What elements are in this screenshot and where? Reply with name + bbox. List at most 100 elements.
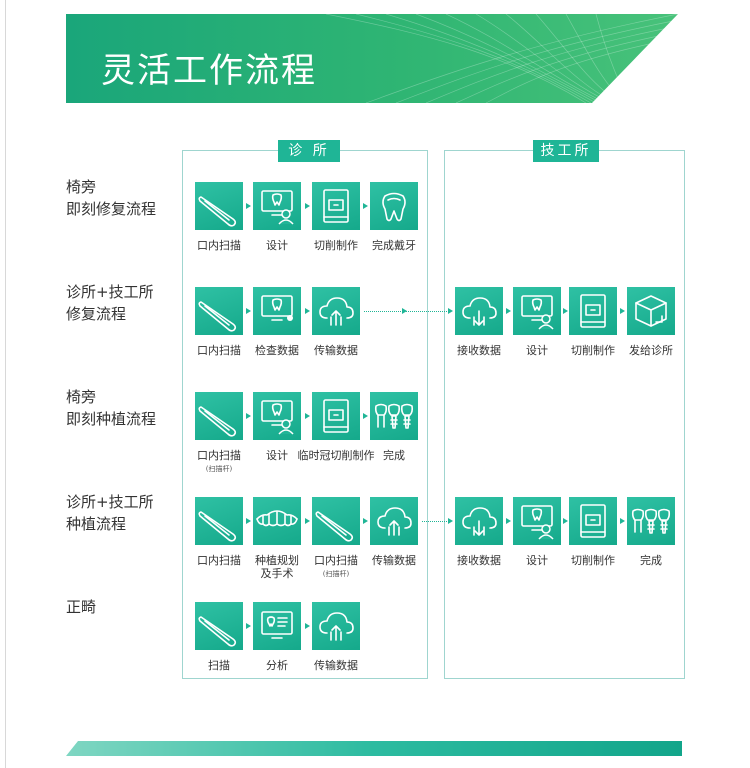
step-label: 分析 xyxy=(266,659,288,672)
cloud-upload-icon xyxy=(319,297,354,326)
step-label: 口内扫描 xyxy=(197,239,241,252)
step-label: 切削制作 xyxy=(571,554,615,567)
step-node[interactable] xyxy=(253,602,301,650)
scanner-icon xyxy=(198,511,237,542)
step-node[interactable] xyxy=(253,392,301,440)
flow-arrow xyxy=(304,413,310,419)
cloud-download-icon xyxy=(462,507,497,536)
step-label: 临时冠切削制作 xyxy=(297,449,375,462)
step-label: 设计 xyxy=(526,344,548,357)
step-node[interactable] xyxy=(195,497,243,545)
flow-arrow xyxy=(304,203,310,209)
step-node[interactable] xyxy=(312,497,360,545)
flow-arrow xyxy=(304,308,310,314)
step-label: 口内扫描 xyxy=(197,554,241,567)
flow-arrow xyxy=(304,518,310,524)
transfer-arrow-out xyxy=(448,518,453,524)
flow-arrow xyxy=(620,308,625,314)
step-node[interactable] xyxy=(569,287,617,335)
step-node[interactable] xyxy=(253,182,301,230)
transfer-line xyxy=(364,311,451,312)
flow-arrow xyxy=(363,518,368,524)
flow-arrow xyxy=(363,413,368,419)
implant-icon xyxy=(374,403,414,429)
step-node[interactable] xyxy=(195,602,243,650)
milling-icon xyxy=(580,504,606,538)
step-node[interactable] xyxy=(370,392,418,440)
left-border-line xyxy=(5,0,6,768)
step-node[interactable] xyxy=(312,287,360,335)
cloud-upload-icon xyxy=(377,507,412,536)
design-icon xyxy=(261,190,294,225)
flow-arrow xyxy=(620,518,625,524)
step-note: (扫描杆) xyxy=(205,465,233,473)
step-label: 设计 xyxy=(526,554,548,567)
tooth-icon xyxy=(382,192,406,222)
step-label: 口内扫描 xyxy=(197,344,241,357)
page-title: 灵活工作流程 xyxy=(101,51,317,91)
step-label: 切削制作 xyxy=(314,239,358,252)
step-node[interactable] xyxy=(312,392,360,440)
lab-section xyxy=(444,150,685,679)
step-node[interactable] xyxy=(370,182,418,230)
step-node[interactable] xyxy=(195,182,243,230)
step-node[interactable] xyxy=(627,497,675,545)
step-node[interactable] xyxy=(455,287,503,335)
review-icon xyxy=(261,295,293,321)
row-label: 诊所+技工所种植流程 xyxy=(66,493,154,533)
flow-arrow xyxy=(506,518,511,524)
step-label: 传输数据 xyxy=(314,344,358,357)
milling-icon xyxy=(323,399,349,433)
design-icon xyxy=(521,505,554,540)
footer-bar xyxy=(66,741,682,756)
dental-arch-icon xyxy=(256,510,298,527)
design-icon xyxy=(261,400,294,435)
flow-arrow xyxy=(563,308,568,314)
step-node[interactable] xyxy=(195,392,243,440)
step-node[interactable] xyxy=(195,287,243,335)
step-node[interactable] xyxy=(312,602,360,650)
step-node[interactable] xyxy=(370,497,418,545)
step-node[interactable] xyxy=(253,497,301,545)
cloud-download-icon xyxy=(462,297,497,326)
transfer-arrow-in xyxy=(402,308,407,314)
step-label: 完成 xyxy=(640,554,662,567)
step-label: 传输数据 xyxy=(372,554,416,567)
row-label: 椅旁即刻修复流程 xyxy=(66,178,157,218)
step-label: 完成 xyxy=(383,449,405,462)
title-banner xyxy=(66,14,678,103)
step-label: 口内扫描(扫描杆) xyxy=(174,449,264,474)
step-node[interactable] xyxy=(627,287,675,335)
implant-icon xyxy=(631,508,671,534)
step-node[interactable] xyxy=(569,497,617,545)
step-label: 完成戴牙 xyxy=(372,239,416,252)
row-label: 正畸 xyxy=(66,598,97,616)
step-label: 接收数据 xyxy=(457,344,501,357)
flow-arrow xyxy=(246,308,251,314)
lab-section-label: 技工所 xyxy=(533,140,599,162)
flow-arrow xyxy=(304,623,310,629)
step-label: 切削制作 xyxy=(571,344,615,357)
step-node[interactable] xyxy=(513,497,561,545)
banner-background xyxy=(66,14,678,103)
flow-arrow xyxy=(246,203,251,209)
box-icon xyxy=(635,295,667,327)
scanner-icon xyxy=(198,616,237,647)
step-label: 发给诊所 xyxy=(629,344,673,357)
step-label: 种植规划及手术 xyxy=(255,554,299,580)
scanner-icon xyxy=(198,406,237,437)
step-label: 检查数据 xyxy=(255,344,299,357)
cloud-upload-icon xyxy=(319,612,354,641)
transfer-arrow-in xyxy=(402,518,407,524)
step-node[interactable] xyxy=(455,497,503,545)
flow-arrow xyxy=(563,518,568,524)
flow-arrow xyxy=(246,623,251,629)
step-node[interactable] xyxy=(513,287,561,335)
step-node[interactable] xyxy=(312,182,360,230)
step-label: 口内扫描(扫描杆) xyxy=(291,554,381,579)
step-label: 接收数据 xyxy=(457,554,501,567)
scanner-icon xyxy=(315,511,354,542)
step-node[interactable] xyxy=(253,287,301,335)
step-label: 扫描 xyxy=(208,659,230,672)
step-label: 传输数据 xyxy=(314,659,358,672)
